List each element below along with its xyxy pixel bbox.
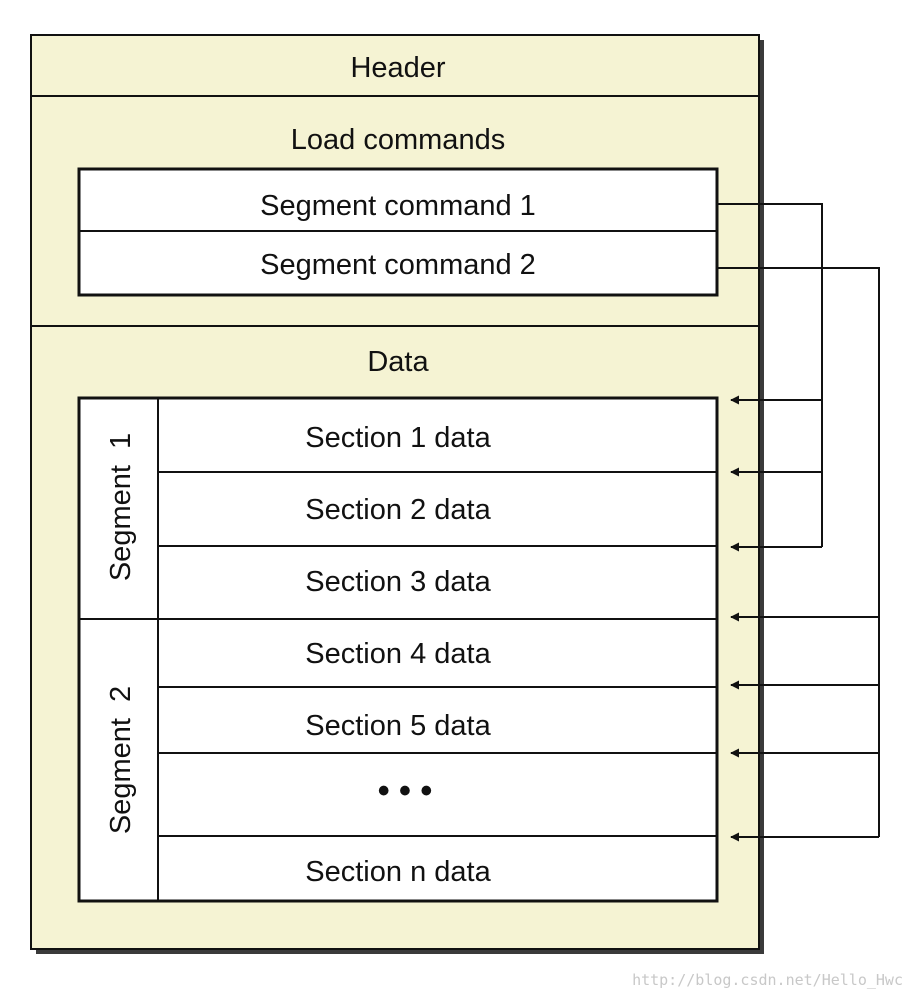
segment-command-2: Segment command 2 [260,249,536,281]
ellipsis-label: • • • [378,772,433,810]
segment-2-connector [717,267,880,842]
header-label: Header [350,52,445,84]
section-5-label: Section 5 data [305,710,491,742]
segment-1-label: Segment 1 [105,433,137,581]
data-box [77,396,719,903]
section-2-label: Section 2 data [305,494,491,526]
section-3-label: Section 3 data [305,566,491,598]
data-label: Data [367,346,429,378]
section-4-label: Section 4 data [305,638,491,670]
segment-2-label: Segment 2 [105,686,137,834]
segment-2-trunk-line [717,267,880,837]
load-commands-label: Load commands [291,124,505,156]
segment-command-1: Segment command 1 [260,190,536,222]
section-1-label: Section 1 data [305,422,491,454]
watermark: http://blog.csdn.net/Hello_Hwc [632,971,903,989]
segment-1-trunk-line [717,203,823,547]
segment-1-connector [717,203,823,552]
section-n-label: Section n data [305,856,491,888]
